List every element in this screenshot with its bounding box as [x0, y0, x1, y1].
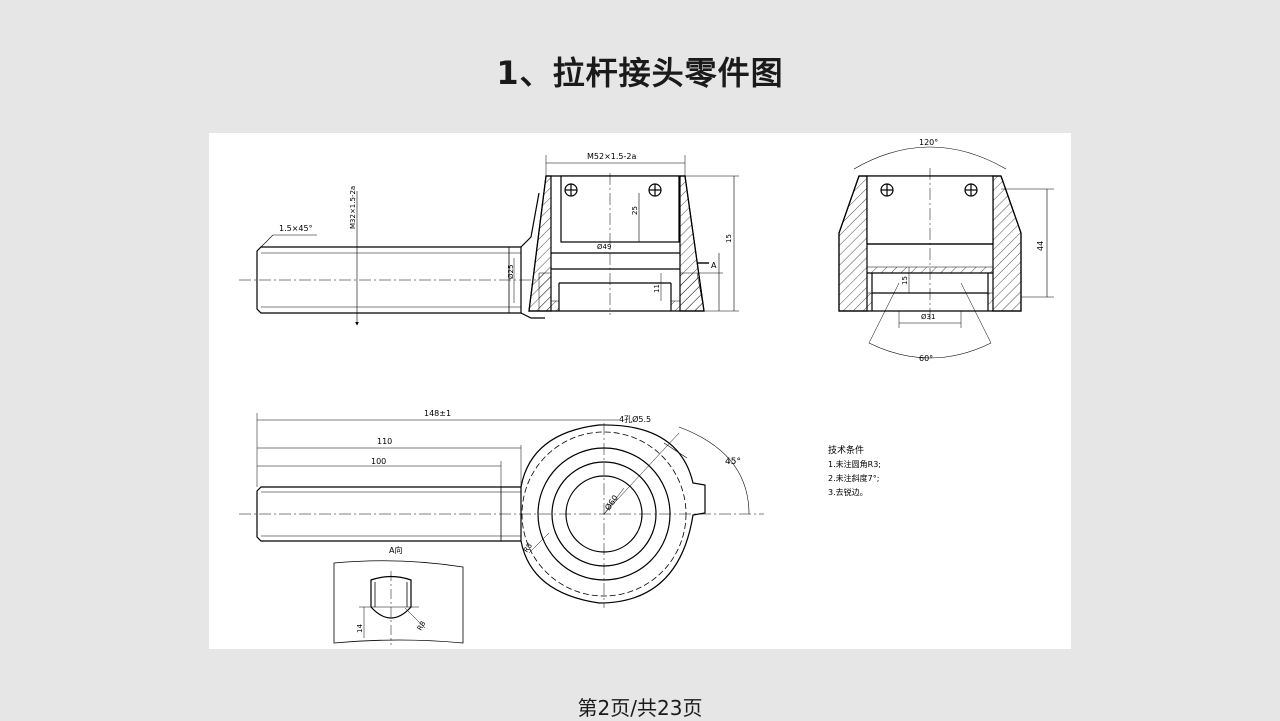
angle-60-label: 60° [919, 354, 933, 363]
tech-line-1: 1.未注圆角R3; [828, 459, 881, 469]
dim-15-side-label: 15 [901, 276, 909, 285]
top-thread-label: M52×1.5-2a [587, 152, 636, 161]
height-15-label: 15 [725, 234, 733, 243]
tech-line-3: 3.去锐边。 [828, 487, 868, 497]
holes-label: 4孔Ø5.5 [619, 414, 651, 424]
view-a [333, 560, 464, 645]
page-indicator: 第2页/共23页 [577, 696, 703, 720]
dim-11-label: 11 [653, 284, 661, 293]
depth-25-label: 25 [631, 206, 639, 215]
dim-110-label: 110 [377, 437, 392, 446]
top-view [239, 413, 764, 608]
technical-notes: 技术条件 1.未注圆角R3; 2.未注斜度7°; 3.去锐边。 [828, 444, 881, 497]
drawing-canvas: 1.5×45° M32×1.5-2a Ø25 [239, 138, 1054, 645]
angle-120-label: 120° [919, 138, 938, 147]
dim-148-label: 148±1 [424, 409, 451, 418]
dim-14-label: 14 [356, 624, 364, 633]
thread-label: M32×1.5-2a [349, 186, 357, 229]
r8-label: R8 [522, 542, 534, 554]
dia-60-label: Ø60 [602, 493, 620, 512]
tech-line-2: 2.未注斜度7°; [828, 473, 879, 483]
dim-100-label: 100 [371, 457, 386, 466]
rod-front-view [239, 191, 545, 326]
slide-title: 1、拉杆接头零件图 [496, 54, 784, 92]
dim-44-label: 44 [1036, 241, 1045, 251]
bore-dia-label: Ø49 [597, 243, 611, 251]
angle-45-label: 45° [725, 457, 741, 467]
rod-dia-label: Ø25 [507, 265, 515, 279]
view-a-label: A向 [389, 545, 402, 555]
dia-31-label: Ø31 [921, 313, 935, 321]
section-marker-a: A [711, 261, 717, 270]
head-section-view [528, 155, 739, 315]
engineering-drawing: 1.5×45° M32×1.5-2a Ø25 [209, 133, 1071, 649]
tech-title: 技术条件 [828, 444, 864, 456]
side-section-view [838, 146, 1054, 359]
chamfer-label: 1.5×45° [279, 224, 313, 233]
view-a-r8-label: R8 [416, 620, 428, 632]
